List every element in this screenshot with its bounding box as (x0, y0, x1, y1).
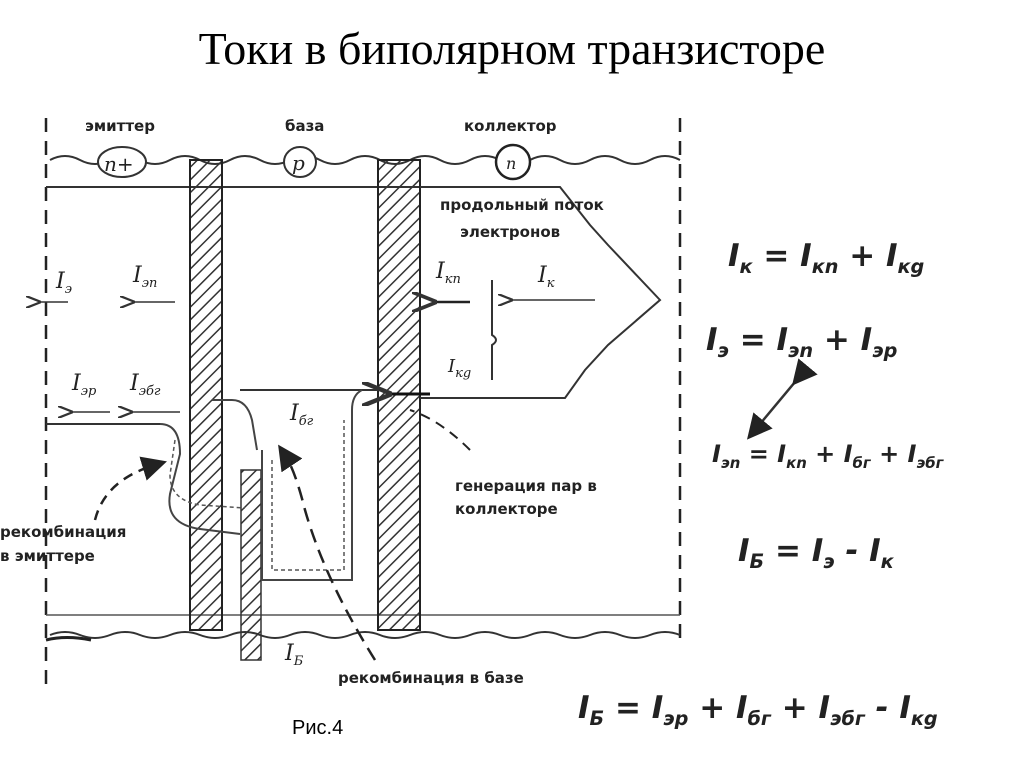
double-arrow-relation (746, 358, 818, 440)
base-type-marker (283, 146, 317, 178)
emitter-label: эмиттер (85, 117, 155, 135)
flow-annotation-line2: электронов (460, 223, 560, 241)
recomb-base-annotation: рекомбинация в базе (338, 669, 524, 687)
equation-collector-current: Iк = Iкn + Iкg (728, 238, 925, 279)
equation-base-current: IБ = Iэ - Iк (738, 533, 894, 574)
figure-caption: Рис.4 (292, 717, 344, 739)
equation-emitter-current: Iэ = Iэn + Iэр (706, 322, 898, 363)
top-wavy-edge (49, 155, 681, 165)
I-b-label: IБ (284, 641, 304, 669)
I-kg-bracket (491, 280, 497, 380)
I-en-label: Iэn (132, 263, 157, 291)
recomb-emitter-annotation-line2: в эмиттере (0, 547, 95, 565)
base-terminal (240, 469, 262, 661)
I-ebg-label: Iэбг (129, 371, 161, 399)
collector-generation-arc (409, 409, 471, 451)
collector-type-label: n (506, 154, 516, 173)
emitter-base-junction (189, 159, 223, 631)
I-e-label: Iэ (55, 269, 72, 297)
I-bg-label: Iбг (289, 401, 314, 429)
base-recombination-arc (278, 444, 377, 661)
equation-emitter-n-current: Iэn = Iкn + Iбг + Iэбг (712, 440, 944, 472)
slide-title: Токи в биполярном транзисторе (198, 23, 826, 74)
collector-label: коллектор (464, 117, 557, 135)
base-recombination-path-inner (271, 420, 345, 571)
base-current-branch (212, 399, 258, 451)
equation-base-current-full: IБ = Iэр + Iбг + Iэбг - Iкg (578, 690, 938, 731)
electron-flow-arrow (420, 186, 662, 399)
recomb-emitter-annotation-line1: рекомбинация (0, 523, 126, 541)
recombination-emitter-path (159, 423, 241, 535)
I-k-label: Iк (537, 263, 555, 291)
base-label: база (285, 117, 324, 135)
base-type-label: p (292, 151, 305, 175)
emitter-type-marker (97, 146, 147, 178)
I-er-label: Iэр (71, 371, 97, 399)
bottom-wavy-edge (49, 631, 681, 639)
bottom-left-curve (45, 636, 92, 642)
I-kg-label: Iкg (447, 356, 471, 381)
generation-annotation-line2: коллекторе (455, 500, 558, 518)
emitter-type-label: n+ (104, 152, 134, 176)
flow-annotation-line1: продольный поток (440, 196, 604, 214)
collector-type-marker (494, 143, 532, 181)
I-kn-label: Iкn (435, 259, 461, 287)
base-recombination-path (261, 389, 363, 581)
emitter-recombination-arc (93, 456, 167, 521)
generation-annotation-line1: генерация пар в (455, 477, 597, 495)
recombination-emitter-path-inner (169, 439, 246, 509)
